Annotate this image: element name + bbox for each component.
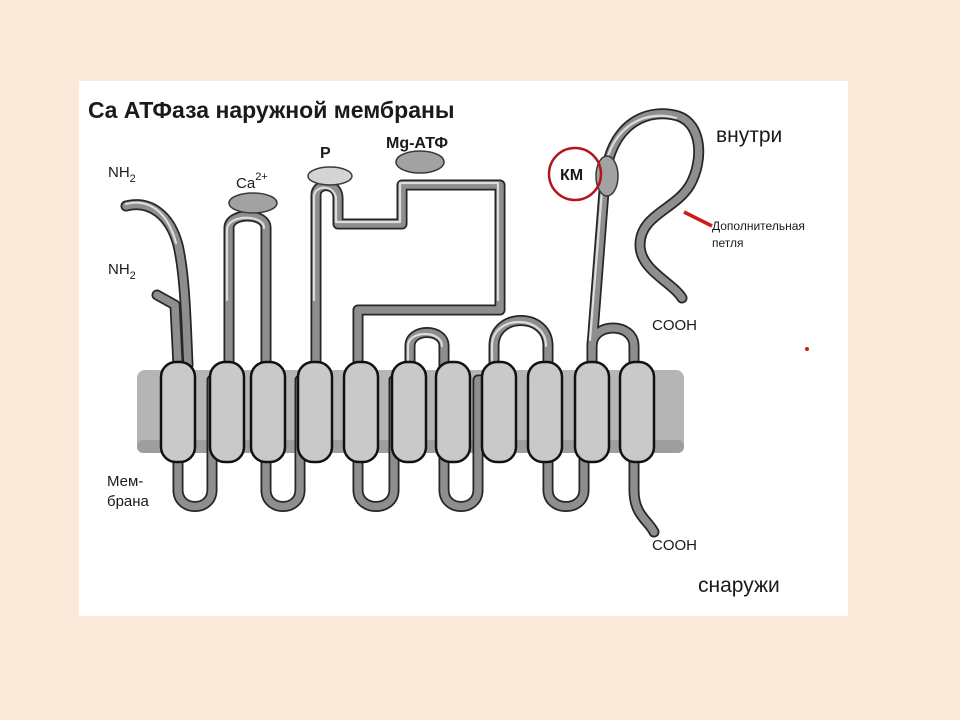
km-label: КМ	[560, 167, 583, 184]
transmembrane-helices	[159, 360, 656, 464]
nh2-bottom-label: NH2	[108, 261, 136, 282]
helix-10	[573, 360, 611, 464]
helix-3	[249, 360, 287, 464]
cooh-top-label: COOH	[652, 317, 697, 334]
page-title: Ca АТФаза наружной мембраны	[88, 97, 455, 123]
helix-1	[159, 360, 197, 464]
helix-9	[526, 360, 564, 464]
nh2-top-label: NH2	[108, 164, 136, 185]
cooh-bottom-label: COOH	[652, 537, 697, 554]
extra-loop-pointer	[683, 210, 713, 228]
helix-6	[390, 360, 428, 464]
membrane-label-line1: Мем-	[107, 473, 143, 490]
ca-binding-site	[228, 192, 278, 214]
mg-atp-label: Mg-АТФ	[386, 135, 448, 152]
figure-panel	[79, 81, 848, 616]
outside-label: снаружи	[698, 574, 780, 597]
helix-11	[618, 360, 656, 464]
helix-2	[208, 360, 246, 464]
calmodulin-binding-site	[595, 155, 619, 197]
p-label: P	[320, 145, 331, 162]
extra-loop-label-line2: петля	[712, 236, 744, 250]
mg-atp-binding-site	[395, 150, 445, 174]
red-dot	[805, 347, 809, 351]
phosphorylation-site	[307, 166, 353, 186]
inside-label: внутри	[716, 124, 782, 147]
helix-4	[296, 360, 334, 464]
km-highlight-circle	[547, 146, 603, 202]
extra-loop-label-line1: Дополнительная	[712, 219, 805, 233]
helix-8	[480, 360, 518, 464]
helix-7	[434, 360, 472, 464]
membrane-label-line2: брана	[107, 493, 150, 510]
ca-label: Ca2+	[236, 171, 268, 192]
helix-5	[342, 360, 380, 464]
